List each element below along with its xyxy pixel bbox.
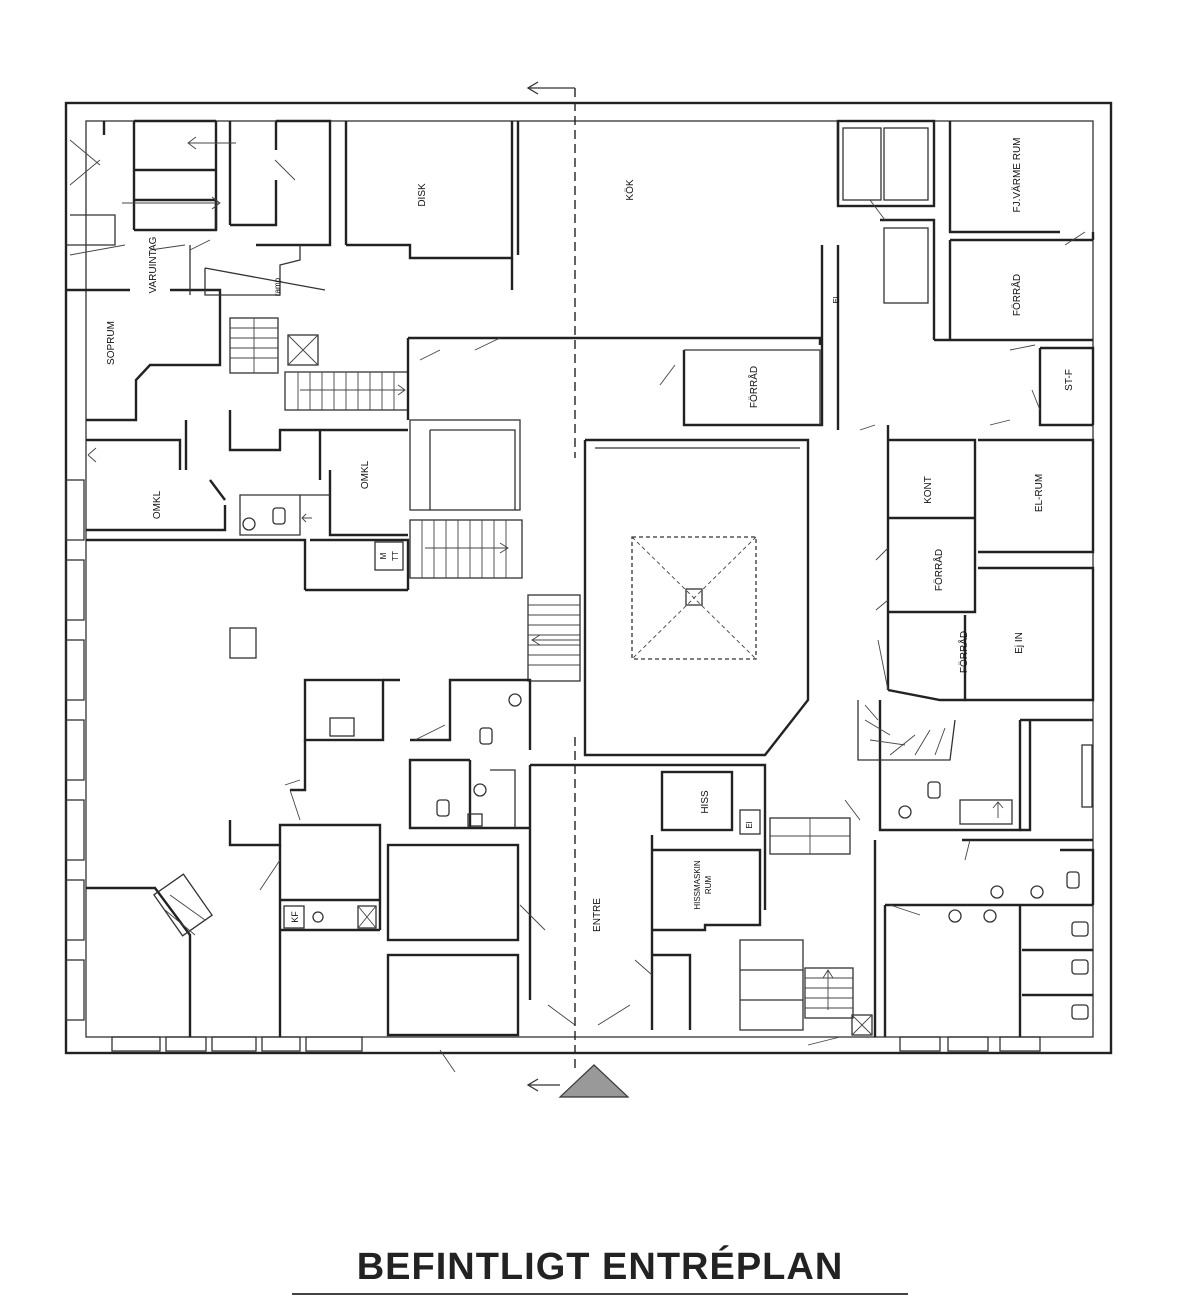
room-label-kok: KÖK [624,179,636,200]
room-label-kf: KF [290,911,300,923]
room-label-entre: ENTRE [592,898,603,932]
disk-kok [344,121,840,430]
room-label-kont: KONT [923,476,934,504]
room-label-omkl-right: OMKL [360,460,371,489]
toilet-fixtures [242,507,1089,1020]
room-label-omkl-left: OMKL [152,490,163,519]
ne-rooms [948,121,1095,427]
room-label-hiss: HISS [700,790,711,814]
top-left-stair-zone [66,119,332,247]
room-label-varuintag: VARUINTAG [148,236,159,293]
entrance-marker [558,1064,630,1098]
left-facade-windows [65,479,85,1021]
room-label-forrad-e1: FÖRRÅD [932,549,945,591]
section-line [526,81,576,1092]
room-label-ej-in: Ej IN [1014,632,1025,654]
room-label-forrad-e2: FÖRRÅD [957,631,970,673]
room-labels: DISK KÖK FJ.VÄRME RUM FÖRRÅD VARUINTAG r… [106,138,1075,932]
room-label-forrad-ne: FÖRRÅD [1010,274,1023,316]
room-label-tt: TT [391,551,400,561]
storage-block-top [836,119,1093,342]
room-label-fj-varme-rum: FJ.VÄRME RUM [1011,138,1023,213]
drawing-title: BEFINTLIGT ENTRÉPLAN [356,1246,844,1288]
room-label-hissmaskin-rum: RUM [704,876,713,895]
central-stairs [409,419,581,682]
room-label-disk: DISK [417,183,428,207]
room-label-el-small-1: El [832,296,841,303]
room-label-el-small-2: El [745,821,754,828]
stair-arrows-top-left [122,136,236,210]
bottom-facade-windows [111,1036,1041,1052]
title-underline [292,1293,908,1295]
large-left-room [86,538,410,659]
varuintag-area [66,239,326,422]
lower-middle-rooms [278,843,520,1037]
entre-corridor [528,763,767,1030]
wc-block-east [873,799,1095,1037]
omkl-rooms [86,410,408,537]
room-label-m: M [379,552,388,559]
room-label-soprum: SOPRUM [106,321,117,365]
central-hall [583,438,810,757]
stairs-varuintag [229,317,409,411]
room-label-ramp: ramp [273,277,282,296]
wet-rooms-left [228,678,532,847]
room-label-st-f: ST-F [1064,369,1075,391]
spiral-stair-east [857,700,956,761]
room-label-hissmaskin: HISSMASKIN [693,860,702,910]
east-rooms [878,425,1095,832]
stairs-entre [739,817,873,1036]
room-label-el-rum: EL-RUM [1034,474,1045,512]
lower-left-diagonal [86,873,213,1037]
room-label-forrad-mid: FÖRRÅD [747,366,760,408]
stair-direction-arrows [300,384,1004,1010]
forrad-mid [684,349,821,425]
door-swings [259,199,1086,1073]
